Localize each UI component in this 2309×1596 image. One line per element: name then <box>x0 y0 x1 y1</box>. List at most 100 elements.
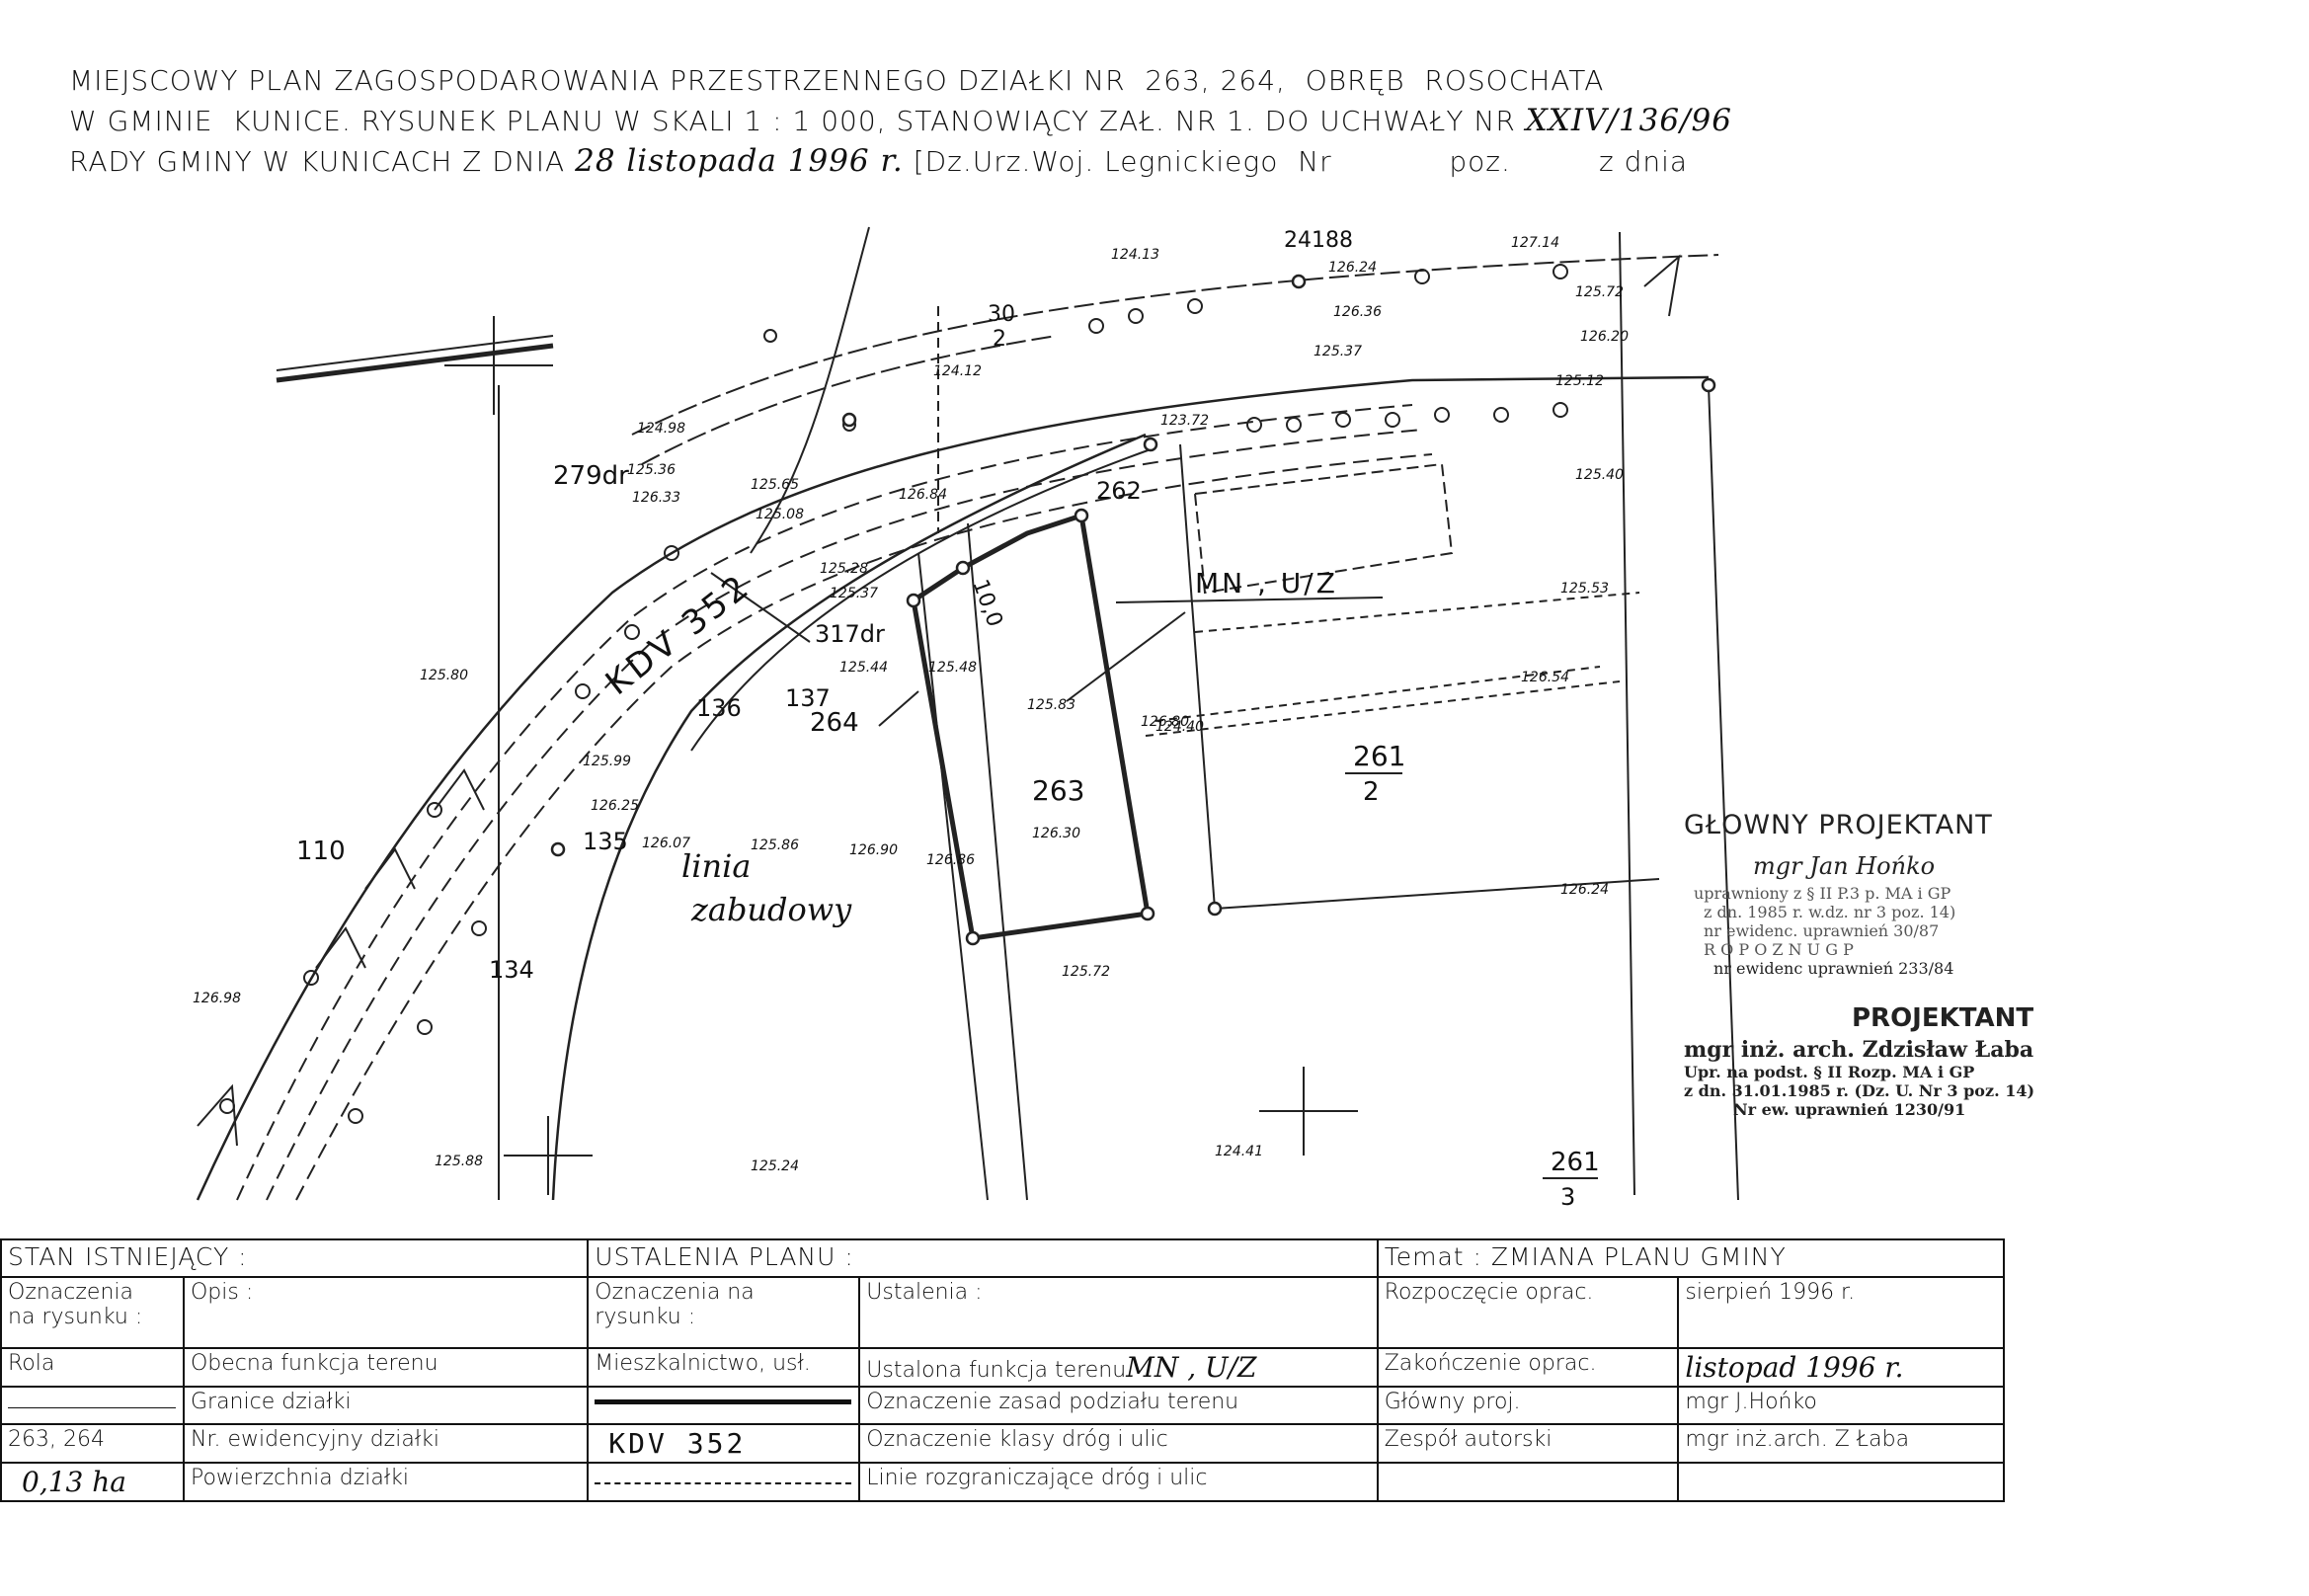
elevation-point: 126.25 <box>591 798 639 814</box>
elevation-point: 125.28 <box>820 561 868 577</box>
road-edge-outer <box>196 375 1710 1201</box>
row2-opis: Granice działki <box>182 1386 590 1425</box>
row2-ust: Oznaczenie zasad podziału terenu <box>858 1386 1379 1425</box>
chief-designer-name: mgr Jan Hońko <box>1753 852 1936 880</box>
upper-road-2 <box>641 335 1058 465</box>
road-edge-dash1 <box>236 404 1413 1201</box>
elevation-point: 126.54 <box>1521 670 1569 685</box>
elevation-point: 125.37 <box>830 586 878 601</box>
road-edge-inner <box>551 433 1147 1201</box>
parcel-261-2-den: 2 <box>1363 777 1380 807</box>
elevation-point: 126.33 <box>632 490 680 506</box>
plan-drawing: 24188 30 2 279dr 262 317dr 137 136 264 2… <box>193 226 1739 1211</box>
elevation-point: 125.99 <box>583 754 631 769</box>
parcel-261-2: 261 <box>1353 740 1405 772</box>
stamp-line-8: Nr ew. uprawnień 1230/91 <box>1733 1100 1966 1119</box>
chief-designer-title: GŁOWNY PROJEKTANT <box>1684 810 1993 840</box>
row4-value <box>1677 1462 2005 1502</box>
stamp-line-5: nr ewidenc uprawnień 233/84 <box>1713 959 1954 978</box>
road-edge-inner2 <box>690 448 1152 752</box>
header-line-2: W GMINIE KUNICE. RYSUNEK PLANU W SKALI 1… <box>69 105 1516 137</box>
dimension-label: 10,0 <box>967 577 1006 631</box>
elevation-point: 125.36 <box>627 462 676 478</box>
elevation-point: 124.13 <box>1111 247 1159 263</box>
row1-opis: Obecna funkcja terenu <box>182 1347 590 1388</box>
elevation-point: 123.72 <box>1160 413 1209 429</box>
parcel-263-outline <box>911 512 1151 941</box>
stamp-line-3: nr ewidenc. uprawnień 30/87 <box>1704 921 1940 940</box>
row3-value: mgr inż.arch. Z Łaba <box>1677 1423 2005 1464</box>
stamp-line-7: z dn. 31.01.1985 r. (Dz. U. Nr 3 poz. 14… <box>1684 1081 2035 1100</box>
row3-ozn2: KDV 352 <box>587 1423 861 1464</box>
elevation-point: 126.30 <box>1032 826 1080 841</box>
parcel-263: 263 <box>1032 774 1084 807</box>
designer-title: PROJEKTANT <box>1852 1003 2034 1033</box>
header-line-3-suffix: [Dz.Urz.Woj. Legnickiego Nr poz. z dnia <box>913 145 1689 178</box>
header-line-3: RADY GMINY W KUNICACH Z DNIA <box>69 145 566 178</box>
zone-label: MN , U/Z <box>1195 567 1338 599</box>
elevation-point: 125.24 <box>751 1158 799 1174</box>
elevation-point: 125.83 <box>1027 697 1075 713</box>
resolution-date: 28 listopada 1996 r. <box>575 143 904 179</box>
col-ustalenia: Ustalenia : <box>858 1276 1379 1349</box>
parcel-110: 110 <box>296 837 346 866</box>
elevation-point: 125.37 <box>1314 344 1362 359</box>
row4-ozn2 <box>587 1462 861 1502</box>
row2-ozn <box>0 1386 185 1425</box>
row3-ozn: 263, 264 <box>0 1423 185 1464</box>
elevation-point: 126.36 <box>1333 304 1382 320</box>
row4-key <box>1376 1462 1680 1502</box>
parcel-261-3-den: 3 <box>1560 1183 1575 1211</box>
elevation-point: 125.72 <box>1575 284 1624 300</box>
elevation-point: 127.14 <box>1511 235 1559 251</box>
elevation-point: 126.80 <box>1141 714 1189 730</box>
elevation-point: 124.12 <box>933 363 982 379</box>
legend-table: STAN ISTNIEJĄCY : USTALENIA PLANU : Tema… <box>0 1238 2006 1502</box>
row1-ust-hand: MN , U/Z <box>1126 1351 1257 1384</box>
designer-name: mgr inż. arch. Zdzisław Łaba <box>1684 1037 2034 1063</box>
elevation-point: 124.98 <box>637 421 685 437</box>
road-edge-dash2 <box>266 429 1423 1201</box>
stamp-line-1: uprawniony z § II P.3 p. MA i GP <box>1694 884 1951 903</box>
upper-road <box>631 254 1719 436</box>
parcel-264: 264 <box>810 708 859 738</box>
row4-opis: Powierzchnia działki <box>182 1462 590 1502</box>
elevation-point: 125.48 <box>928 660 977 676</box>
row4-ust: Linie rozgraniczające dróg i ulic <box>858 1462 1379 1502</box>
road-edge-dash3 <box>295 453 1433 1201</box>
build-line-label: linia <box>681 847 751 885</box>
start-value: sierpień 1996 r. <box>1677 1276 2005 1349</box>
row2-value: mgr J.Hońko <box>1677 1386 2005 1425</box>
parcel-137: 137 <box>785 684 831 712</box>
stamp-line-6: Upr. na podst. § II Rozp. MA i GP <box>1684 1063 1975 1081</box>
row1-ozn: Rola <box>0 1347 185 1388</box>
row1-ust: Ustalona funkcja terenuMN , U/Z <box>858 1347 1379 1388</box>
document-header: MIEJSCOWY PLAN ZAGOSPODAROWANIA PRZESTRZ… <box>69 61 1732 182</box>
col-oznaczenia: Oznaczenia na rysunku : <box>0 1276 185 1349</box>
elevation-point: 125.72 <box>1062 964 1110 980</box>
row2-key: Główny proj. <box>1376 1386 1680 1425</box>
row1-key: Zakończenie oprac. <box>1376 1347 1680 1388</box>
parcel-135: 135 <box>583 828 628 855</box>
parcel-262: 262 <box>1096 477 1142 505</box>
thick-line <box>276 343 554 383</box>
elevation-point: 126.07 <box>642 836 690 851</box>
parcel-134: 134 <box>489 956 534 984</box>
legend-ustalenia-header: USTALENIA PLANU : <box>587 1238 1379 1278</box>
build-line-label-2: zabudowy <box>690 891 852 928</box>
elevation-point: 126.86 <box>926 852 975 868</box>
elevation-point: 125.65 <box>751 477 799 493</box>
legend-temat-header: Temat : ZMIANA PLANU GMINY <box>1376 1238 2006 1278</box>
elevation-points: 124.13127.14126.24125.72126.36125.37126.… <box>193 235 1629 1174</box>
elevation-point: 126.90 <box>849 842 898 858</box>
parcel-30: 30 <box>988 302 1015 327</box>
header-line-1: MIEJSCOWY PLAN ZAGOSPODAROWANIA PRZESTRZ… <box>69 64 1605 97</box>
row3-ust: Oznaczenie klasy dróg i ulic <box>858 1423 1379 1464</box>
row2-ozn2 <box>587 1386 861 1425</box>
elevation-point: 125.40 <box>1575 467 1624 483</box>
parcel-317dr: 317dr <box>815 620 885 648</box>
row1-value: listopad 1996 r. <box>1677 1347 2005 1388</box>
road-line-symbol <box>595 1482 852 1484</box>
start-label: Rozpoczęcie oprac. <box>1376 1276 1680 1349</box>
curve-left <box>750 226 870 554</box>
